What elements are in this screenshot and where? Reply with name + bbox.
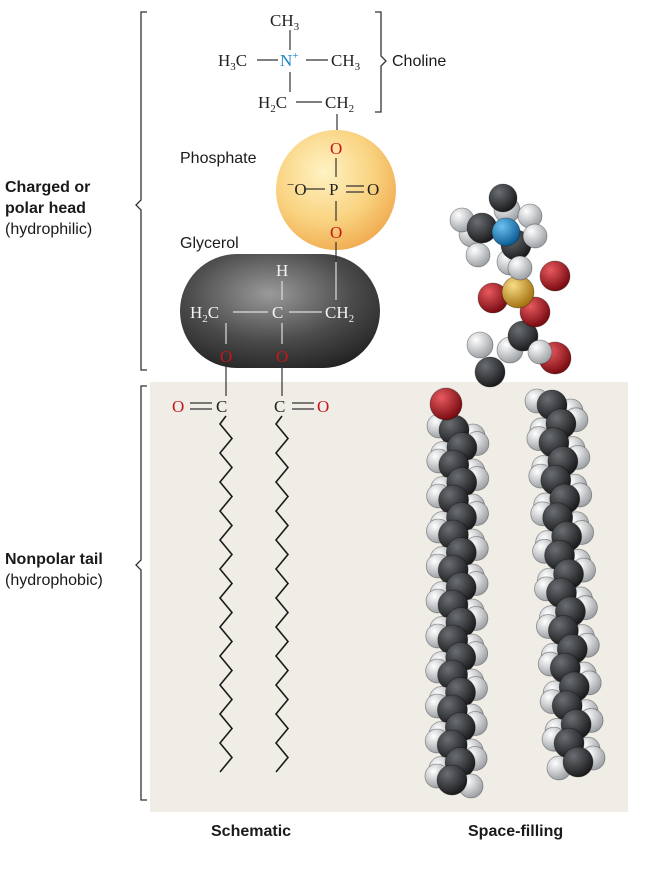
- svg-text:CH2: CH2: [325, 303, 354, 325]
- svg-text:CH2: CH2: [325, 93, 354, 115]
- svg-text:H: H: [276, 261, 288, 280]
- svg-text:C: C: [216, 397, 227, 416]
- svg-text:−O: −O: [287, 177, 307, 199]
- svg-text:O: O: [220, 347, 232, 366]
- svg-text:P: P: [329, 180, 338, 199]
- phosphate-ball: [276, 130, 396, 250]
- space-filling-atom: [466, 331, 494, 359]
- schematic-tail-left: [218, 415, 234, 773]
- svg-text:C: C: [274, 397, 285, 416]
- head-label-sub: (hydrophilic): [5, 221, 92, 238]
- space-filling-atom: [501, 275, 535, 309]
- svg-text:H2C: H2C: [258, 93, 287, 115]
- svg-text:N+: N+: [280, 50, 299, 70]
- svg-text:O: O: [276, 347, 288, 366]
- svg-text:C: C: [272, 303, 283, 322]
- svg-text:CH3: CH3: [331, 51, 361, 73]
- head-label-line1: Charged or: [5, 179, 90, 196]
- tail-label-line1: Nonpolar tail: [5, 551, 103, 568]
- choline-label: Choline: [392, 53, 446, 70]
- space-filling-atom: [539, 260, 571, 292]
- space-filling-atom: [429, 387, 463, 421]
- space-filling-atom: [562, 746, 594, 778]
- space-filling-atom: [491, 217, 521, 247]
- svg-text:O: O: [330, 223, 342, 242]
- space-filling-atom: [465, 242, 491, 268]
- choline-formula: CH3 H3C N+ CH3 H2C CH2: [218, 11, 361, 136]
- glycerol-ball: [180, 254, 380, 368]
- space-filling-atom: [474, 356, 506, 388]
- schematic-label: Schematic: [211, 823, 291, 840]
- svg-text:O: O: [172, 397, 184, 416]
- space-filling-atom: [436, 764, 468, 796]
- head-bracket: [135, 11, 147, 371]
- head-label-line2: polar head: [5, 200, 86, 217]
- tail-label-sub: (hydrophobic): [5, 572, 103, 589]
- ester-groups: O C C O: [172, 366, 329, 416]
- space-filling-model: [424, 183, 606, 799]
- svg-text:O: O: [367, 180, 379, 199]
- svg-text:O: O: [330, 139, 342, 158]
- choline-bracket: [375, 11, 387, 113]
- schematic-tail-right: [274, 415, 290, 773]
- space-filling-label: Space-filling: [468, 823, 563, 840]
- space-filling-atom: [507, 255, 533, 281]
- svg-text:H3C: H3C: [218, 51, 247, 73]
- phosphate-formula: O −O P O O: [287, 139, 379, 242]
- svg-text:CH3: CH3: [270, 11, 300, 33]
- tail-bracket: [135, 385, 147, 801]
- glycerol-label: Glycerol: [180, 235, 239, 252]
- svg-text:H2C: H2C: [190, 303, 219, 325]
- space-filling-atom: [527, 339, 553, 365]
- space-filling-atom: [522, 223, 548, 249]
- svg-text:O: O: [317, 397, 329, 416]
- glycerol-formula: H H2C C CH2 O O: [190, 242, 354, 366]
- space-filling-atom: [488, 183, 518, 213]
- phosphate-label: Phosphate: [180, 150, 257, 167]
